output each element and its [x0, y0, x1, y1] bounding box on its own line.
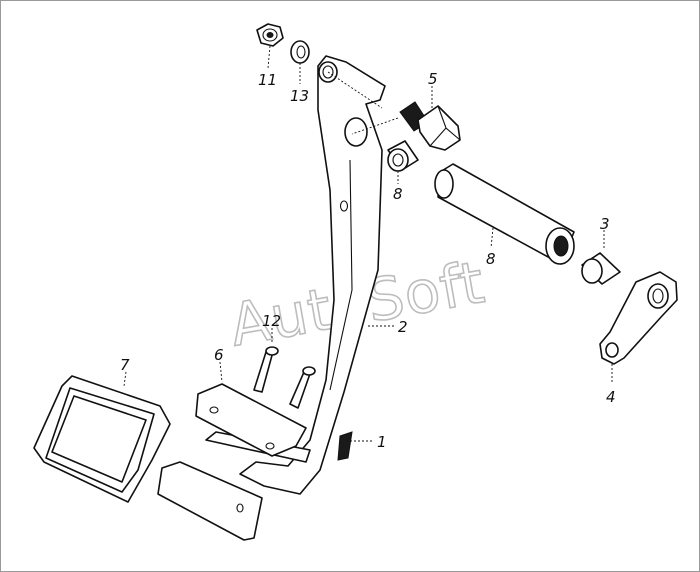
part-12-pins	[253, 346, 316, 409]
callout-8-lower: 3	[600, 215, 610, 233]
callout-labels: 11 13 5 8 8 3 2 12 6 7 1 4	[120, 70, 616, 451]
part-13-washer	[290, 40, 310, 64]
leader-lines	[123, 45, 613, 442]
callout-1: 1	[377, 433, 387, 451]
part-2-pedal-lever	[239, 55, 386, 495]
part-4-link-plate	[599, 271, 678, 365]
callout-3: 8	[486, 250, 496, 268]
part-7-rubber-pad	[33, 375, 171, 503]
callout-7: 7	[120, 356, 130, 374]
callout-6: 6	[214, 346, 224, 364]
callout-8-upper: 8	[393, 185, 403, 203]
part-8-bushing-lower	[581, 252, 621, 285]
part-3-sleeve	[434, 163, 575, 265]
part-11-nut	[256, 23, 284, 47]
callout-11: 11	[258, 71, 277, 89]
part-6-pad-plate	[157, 383, 307, 541]
part-8-bushing-upper	[387, 140, 419, 172]
callout-12: 12	[262, 312, 281, 330]
callout-13: 13	[290, 87, 309, 105]
callout-5: 5	[428, 70, 438, 88]
part-5-bolt	[399, 101, 461, 151]
callout-4: 4	[606, 388, 616, 406]
callout-2: 2	[398, 318, 408, 336]
